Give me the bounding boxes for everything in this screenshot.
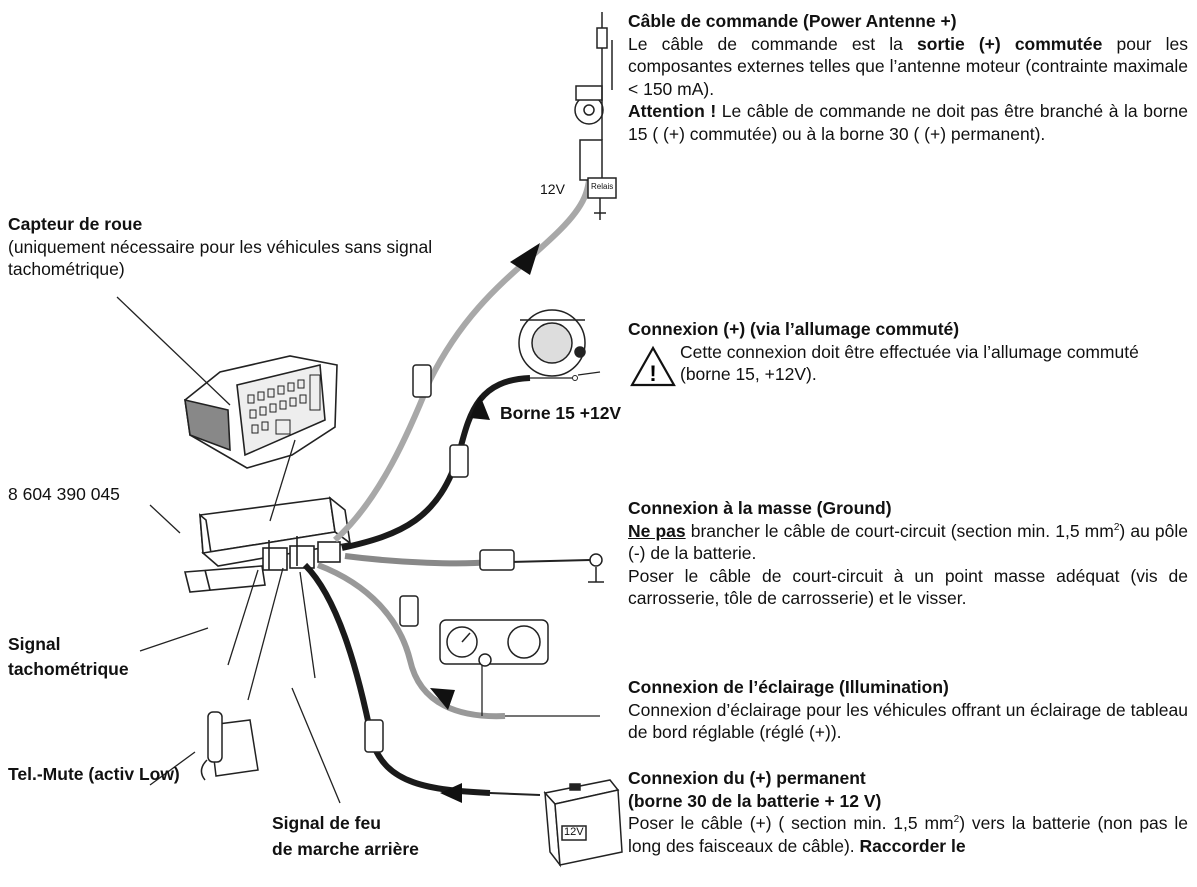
ground-warning-underlined: Ne pas (628, 520, 686, 541)
direction-arrows (430, 243, 540, 803)
telmute-label: Tel.-Mute (activ Low) (8, 764, 180, 784)
ground-text-1: brancher le câble de court-circuit (sect… (685, 520, 1114, 541)
radio-unit-icon (183, 496, 352, 593)
warning-triangle-icon: ! (630, 345, 676, 387)
power-antenna-title: Câble de commande (Power Antenne +) (628, 11, 957, 31)
relais-label: Relais (591, 182, 614, 191)
antenna-wire (333, 164, 593, 543)
antenna-icon (574, 12, 617, 220)
ignition-title: Connexion (+) (via l’allumage commuté) (628, 319, 960, 339)
ground-text-2: ) au pôle (-) de la batterie. (628, 520, 1188, 564)
illumination-block: Connexion de l’éclairage (Illumination) … (628, 676, 1188, 744)
part-number: 8 604 390 045 (8, 484, 120, 504)
ignition-block: Connexion (+) (via l’allumage commuté) C… (628, 318, 1188, 386)
telephone-icon (200, 711, 259, 781)
reverse-signal-label-1: Signal de feu (272, 813, 381, 833)
ground-text-3: Poser le câble de court-circuit à un poi… (628, 565, 1188, 609)
ground-title: Connexion à la masse (Ground) (628, 498, 892, 518)
ground-block: Connexion à la masse (Ground) Ne pas bra… (628, 497, 1188, 610)
power-antenna-block: Câble de commande (Power Antenne +) Le c… (628, 10, 1188, 145)
wheel-sensor-text: (uniquement nécessaire pour les véhicule… (8, 236, 433, 280)
battery-voltage-label: 12V (564, 826, 584, 838)
svg-text:!: ! (649, 361, 656, 386)
signal-label-2: tachométrique (8, 659, 129, 679)
leader-lines (116, 296, 341, 804)
wheel-sensor-block: Capteur de roue (uniquement nécessaire p… (8, 213, 438, 281)
power-antenna-warning-label: Attention ! (628, 101, 717, 121)
antenna-voltage-label: 12V (540, 181, 565, 197)
probe-wires (227, 567, 316, 701)
power-antenna-text-c: pour les composantes externes telles que… (628, 33, 1189, 99)
bracket-connector-icon (184, 355, 338, 469)
permanent-title-1: Connexion du (+) permanent (628, 768, 866, 788)
ground-superscript: 2 (1113, 521, 1120, 533)
ground-wire (344, 553, 491, 567)
battery-icon (543, 779, 623, 868)
power-antenna-text-a: Le câble de commande est la (628, 33, 918, 54)
illumination-title: Connexion de l’éclairage (Illumination) (628, 677, 949, 697)
power-antenna-warning-text: Le câble de commande ne doit pas être br… (628, 101, 1188, 144)
ignition-text: Cette connexion doit être effectuée via … (680, 341, 1139, 385)
wheel-sensor-title: Capteur de roue (8, 214, 143, 234)
inline-connectors (364, 364, 515, 753)
illumination-text: Connexion d’éclairage pour les véhicules… (628, 699, 1188, 743)
borne15-label: Borne 15 +12V (500, 403, 622, 423)
illumination-wire (316, 562, 506, 720)
permanent-text-1: Poser le câble (+) ( section min. 1,5 mm (628, 813, 954, 833)
permanent-title-2: (borne 30 de la batterie + 12 V) (628, 790, 882, 811)
ignition-switch-icon (518, 309, 586, 377)
signal-label-1: Signal (8, 634, 61, 654)
power-antenna-text-bold: sortie (+) commutée (917, 33, 1103, 54)
permanent-text-2: ) vers la batterie (non pas le long des … (628, 813, 1188, 856)
permanent-text-bold: Raccorder le (859, 835, 966, 856)
permanent-superscript: 2 (953, 814, 960, 826)
permanent-wire (302, 562, 491, 796)
reverse-signal-label-2: de marche arrière (272, 839, 419, 859)
instrument-gauge-icon (439, 619, 549, 667)
permanent-block: Connexion du (+) permanent (borne 30 de … (628, 767, 1188, 857)
